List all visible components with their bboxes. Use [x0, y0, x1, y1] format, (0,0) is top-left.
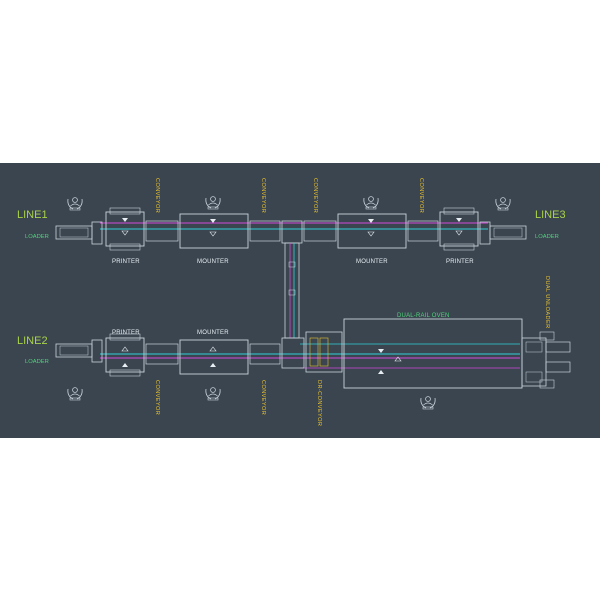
printer-label-line3: PRINTER [446, 259, 474, 265]
line1-title: LINE1 [17, 209, 48, 221]
conveyor-2-box [249, 220, 281, 242]
shuttle-base [281, 337, 305, 369]
printer-line2 [105, 333, 145, 377]
conveyor-6-box [249, 343, 281, 365]
loader-line3 [479, 221, 527, 245]
operator-icon [205, 196, 221, 210]
transfer-shuttle [281, 220, 303, 339]
dr-conveyor-box [305, 331, 343, 373]
conveyor-3-box [303, 220, 337, 242]
mounter-label-line2: MOUNTER [197, 330, 229, 336]
operator-icon [67, 387, 83, 401]
operator-icon [67, 197, 83, 211]
printer-label-line2: PRINTER [112, 330, 140, 336]
operator-icon [205, 387, 221, 401]
dual-unloader-label: DUAL UNLOADER [544, 276, 550, 329]
mounter-label-line1: MOUNTER [197, 259, 229, 265]
conveyor-label-2: CONVEYOR [260, 178, 266, 213]
loader-label-line3: LOADER [535, 234, 559, 240]
line3-title: LINE3 [535, 209, 566, 221]
printer-line3 [439, 207, 479, 251]
mounter-line3 [337, 213, 407, 249]
conveyor-label-6: CONVEYOR [260, 380, 266, 415]
dual-unloader [521, 331, 571, 389]
loader-label-line2: LOADER [25, 359, 49, 365]
line2-title: LINE2 [17, 335, 48, 347]
conveyor-4-box [407, 220, 439, 242]
conveyor-label-4: CONVEYOR [418, 178, 424, 213]
conveyor-1-box [145, 220, 179, 242]
mounter-label-line3: MOUNTER [356, 259, 388, 265]
mounter-line1 [179, 213, 249, 249]
conveyor-label-1: CONVEYOR [154, 178, 160, 213]
operator-icon [495, 197, 511, 211]
printer-line1 [105, 207, 145, 251]
oven-label: DUAL-RAIL OVEN [397, 313, 450, 319]
conveyor-5-box [145, 343, 179, 365]
dr-conveyor-label: DR-CONVEYOR [316, 380, 322, 426]
mounter-line2 [179, 339, 249, 375]
operator-icon [420, 396, 436, 410]
printer-label-line1: PRINTER [112, 259, 140, 265]
dual-rail-oven [343, 318, 523, 389]
loader-line1 [55, 221, 103, 245]
loader-label-line1: LOADER [25, 234, 49, 240]
conveyor-label-5: CONVEYOR [154, 380, 160, 415]
conveyor-label-3: CONVEYOR [312, 178, 318, 213]
loader-line2 [55, 339, 103, 363]
operator-icon [363, 196, 379, 210]
